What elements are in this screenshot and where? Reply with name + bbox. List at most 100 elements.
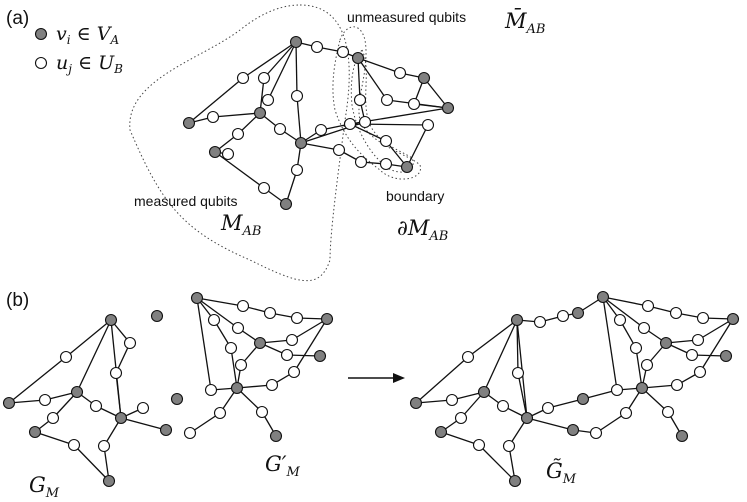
graph-a-unmeasured-vertex — [290, 89, 304, 103]
graph-a-unmeasured-vertex — [257, 71, 271, 85]
graph-a-edge — [188, 77, 244, 124]
graph-a-edge — [406, 124, 429, 168]
graph-b-edge — [65, 319, 112, 358]
graph-a-unmeasured-vertex — [206, 110, 220, 124]
graph-b-measured-vertex — [159, 423, 173, 437]
label-boundary-math: ∂MAB — [397, 216, 448, 244]
graph-a-unmeasured-vertex — [314, 123, 328, 137]
graph-a-measured-vertex — [182, 116, 196, 130]
graph-b-unmeasured-vertex — [38, 393, 52, 407]
graph-b-edge — [602, 296, 618, 391]
graph-b-edges — [8, 296, 734, 482]
graph-a-measured-vertex — [441, 101, 455, 115]
graph-b-unmeasured-vertex — [231, 321, 245, 335]
graph-b-measured-vertex — [726, 312, 740, 326]
graph-b-unmeasured-vertex — [224, 341, 238, 355]
graph-b-edge — [293, 318, 328, 373]
graph-b-edge — [73, 444, 110, 482]
graph-b-measured-vertex — [2, 396, 16, 410]
graph-a-measured-vertex — [253, 106, 267, 120]
graph-b-unmeasured-vertex — [496, 399, 510, 413]
graph-a-edge — [214, 151, 265, 189]
graph-b-edge — [517, 372, 528, 419]
graph-b-unmeasured-vertex — [97, 439, 111, 453]
graph-a-unmeasured-vertex — [421, 118, 435, 132]
graph-b-measured-vertex — [313, 349, 327, 363]
graph-b-measured-vertex — [70, 385, 84, 399]
graph-a-unmeasured-vertex — [354, 155, 368, 169]
graph-b-unmeasured-vertex — [556, 309, 570, 323]
graph-b-unmeasured-vertex — [234, 358, 248, 372]
graph-b-edge — [8, 356, 67, 404]
graph-b-measured-vertex — [635, 381, 649, 395]
graph-b-measured-vertex — [320, 312, 334, 326]
graph-b-measured-vertex — [510, 313, 524, 327]
graph-a-unmeasured-vertex — [221, 147, 235, 161]
graph-b-unmeasured-vertex — [533, 315, 547, 329]
graph-b-edge — [467, 319, 518, 358]
graph-a-unmeasured-vertex — [231, 127, 245, 141]
graph-b-edge — [697, 318, 734, 341]
graph-b-edge — [291, 318, 328, 341]
graph-a-edge — [263, 41, 297, 79]
panel-label-a: (a) — [6, 8, 29, 29]
graph-b-measured-vertex — [170, 392, 184, 406]
graph-b-unmeasured-vertex — [502, 439, 516, 453]
measured-region-outline — [129, 4, 350, 282]
graph-b-measured-vertex — [114, 411, 128, 425]
graph-b-measured-vertex — [104, 313, 118, 327]
graph-b-edge — [526, 417, 574, 431]
graph-b-edge — [196, 297, 212, 391]
graph-b-edge — [483, 319, 518, 393]
graph-b-unmeasured-vertex — [67, 438, 81, 452]
graph-b-measured-vertex — [28, 425, 42, 439]
graph-a-unmeasured-vertex — [310, 40, 324, 54]
graph-b-measured-vertex — [477, 385, 491, 399]
graph-b-measured-vertex — [520, 411, 534, 425]
graph-a-measured-vertex — [400, 160, 414, 174]
graph-b-measured-vertex — [269, 429, 283, 443]
graph-b-edge — [478, 444, 516, 482]
graph-b-unmeasured-vertex — [59, 350, 73, 364]
graph-b-unmeasured-vertex — [213, 406, 227, 420]
graph-b-measured-vertex — [102, 474, 116, 488]
graph-a-edge — [349, 123, 387, 142]
graph-b-unmeasured-vertex — [263, 306, 277, 320]
graph-b-unmeasured-vertex — [109, 366, 123, 380]
graph-b-unmeasured-vertex — [290, 311, 304, 325]
graph-b-measured-vertex — [150, 309, 164, 323]
graph-a-measured-vertex — [417, 71, 431, 85]
graph-a-edge — [300, 142, 340, 151]
label-g-m-prime: G′M — [265, 452, 301, 480]
graph-b-measured-vertex — [566, 423, 580, 437]
graph-b-edge — [120, 417, 167, 431]
arrow-head — [393, 373, 405, 383]
graph-a-vertices — [182, 35, 455, 211]
graph-b-unmeasured-vertex — [287, 365, 301, 379]
graph-a-unmeasured-vertex — [257, 181, 271, 195]
graph-b-unmeasured-vertex — [123, 336, 137, 350]
graph-b-measured-vertex — [576, 392, 590, 406]
graph-b-unmeasured-vertex — [589, 426, 603, 440]
graph-a-edge — [357, 57, 401, 74]
graph-b-measured-vertex — [190, 291, 204, 305]
graph-b-unmeasured-vertex — [454, 411, 468, 425]
graph-b-edge — [699, 318, 734, 373]
graph-b-unmeasured-vertex — [46, 411, 60, 425]
label-boundary: boundary — [386, 188, 444, 204]
graph-a-edge — [267, 41, 297, 101]
label-unmeasured-qubits: unmeasured qubits — [347, 9, 466, 25]
graph-a-measured-vertex — [351, 51, 365, 65]
graph-b-unmeasured-vertex — [511, 366, 525, 380]
graph-a-unmeasured-vertex — [343, 117, 357, 131]
graph-b-edge — [516, 319, 519, 374]
graph-a-unmeasured-vertex — [236, 71, 250, 85]
graph-a-unmeasured-vertex — [261, 93, 275, 107]
graph-a-unmeasured-vertex — [379, 134, 393, 148]
graph-a-unmeasured-vertex — [379, 157, 393, 171]
graph-b-unmeasured-vertex — [265, 378, 279, 392]
legend-gray-label: vi ∈ VA — [56, 23, 119, 47]
graph-b-unmeasured-vertex — [613, 313, 627, 327]
